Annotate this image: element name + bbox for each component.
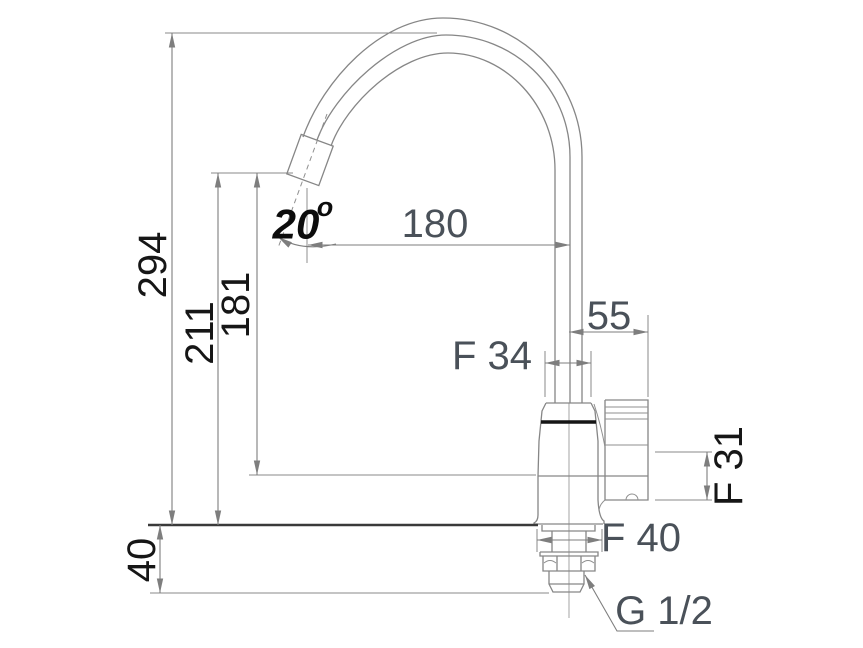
dim-handle-height-label: F 31 (707, 426, 751, 506)
aerator-nut (285, 133, 335, 187)
cone-handle-fillet (593, 403, 606, 511)
dim-total-height-label: 294 (131, 232, 175, 299)
aerator-nut-extension-lines (544, 351, 592, 397)
dim-shank-length-label: 40 (120, 538, 164, 583)
dim-thread-label: G 1/2 (615, 589, 713, 633)
dim-spout-height-label: 181 (214, 272, 258, 339)
dim-tap-height-label: 211 (178, 301, 222, 365)
spout-axis-dashed-line (277, 113, 328, 249)
handle-knurl-lines (605, 406, 648, 446)
handle-outline (604, 399, 649, 501)
dim-angle-unit-label: o (317, 192, 334, 222)
spout-inner-edge (330, 52, 556, 403)
handle-height-extension-lines (655, 451, 712, 501)
angle-arc (277, 236, 337, 248)
thread-leader-line (584, 574, 654, 632)
faucet-outline (277, 17, 649, 618)
body-outline (533, 476, 605, 525)
dim-aerator-nut-label: F 34 (452, 334, 532, 378)
flange-washer (539, 551, 599, 557)
cone-nut-outline (537, 402, 599, 477)
handle-screw-detail (625, 493, 639, 501)
dimension-annotations: 294 211 181 40 180 55 F 34 F 31 F 40 G 1… (120, 32, 751, 633)
dim-handle-offset-label: 55 (587, 294, 632, 338)
dim-angle-label: 20 (272, 201, 320, 248)
spout-outer-edge (302, 17, 583, 403)
hex-locknut-chamfers (543, 560, 595, 564)
shank-collar (541, 525, 596, 532)
dim-spout-reach-label: 180 (402, 202, 469, 246)
hex-locknut (542, 556, 596, 572)
threaded-tail (548, 571, 585, 593)
dim-flange-label: F 40 (601, 516, 681, 560)
spout-middle-line (316, 34, 571, 403)
